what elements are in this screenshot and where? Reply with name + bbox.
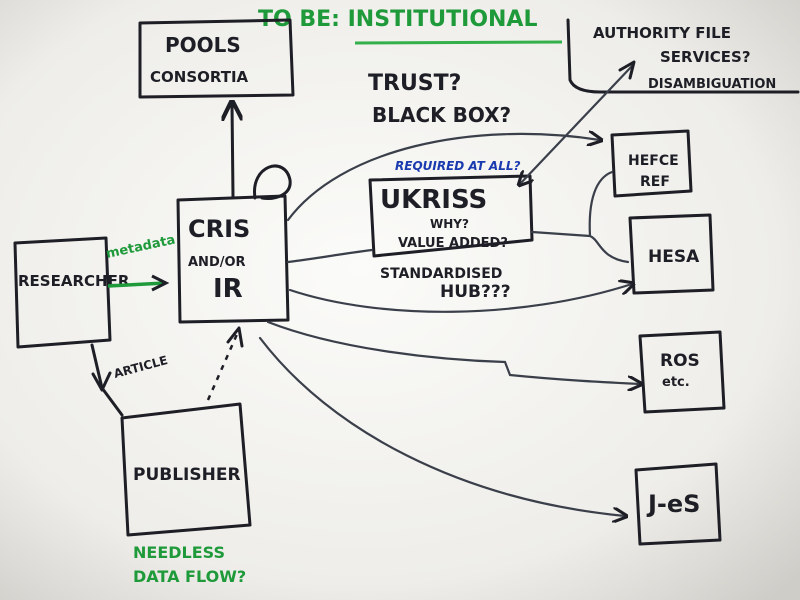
svg-text:AND/OR: AND/OR	[188, 255, 246, 270]
svg-text:WHY?: WHY?	[430, 217, 469, 231]
cris-to-pools-arrow	[232, 104, 233, 198]
svg-text:VALUE ADDED?: VALUE ADDED?	[398, 236, 508, 251]
authority-file-box: AUTHORITY FILE SERVICES? DISAMBIGUATION	[566, 18, 800, 94]
hub-note: HUB???	[440, 282, 511, 302]
publisher-box: PUBLISHER	[120, 402, 252, 537]
hesa-box: HESA	[628, 213, 715, 295]
svg-text:RESEARCHER: RESEARCHER	[18, 272, 130, 290]
jes-box: J-eS	[634, 462, 722, 546]
ukriss-to-hefce-line	[588, 170, 614, 238]
cris-to-ros-arrow	[266, 320, 640, 384]
svg-text:SERVICES?: SERVICES?	[660, 48, 751, 66]
black-box-note: BLACK BOX?	[372, 103, 511, 127]
article-arrowhead	[91, 371, 112, 392]
required-note: REQUIRED AT ALL?	[395, 159, 521, 173]
svg-text:CONSORTIA: CONSORTIA	[150, 68, 249, 86]
cris-to-hesa-arrow	[288, 284, 632, 313]
ukriss-to-authority-arrowhead	[618, 60, 636, 80]
dotted-arrowhead	[226, 326, 244, 348]
needless-note: NEEDLESS	[133, 543, 225, 562]
svg-text:IR: IR	[213, 274, 243, 304]
svg-text:J-eS: J-eS	[646, 490, 700, 518]
hefce-ref-box: HEFCE REF	[610, 129, 693, 198]
authority-to-ukriss-arrow	[520, 64, 634, 184]
svg-text:AUTHORITY FILE: AUTHORITY FILE	[593, 24, 731, 42]
researcher-box: RESEARCHER	[13, 236, 130, 349]
svg-text:HEFCE: HEFCE	[628, 153, 679, 169]
cris-to-hefce-arrow	[286, 134, 600, 222]
data-flow-note: DATA FLOW?	[133, 567, 246, 586]
cris-to-ukriss-line	[286, 248, 374, 264]
svg-text:etc.: etc.	[662, 375, 690, 390]
svg-text:REF: REF	[640, 174, 670, 190]
standardised-note: STANDARDISED	[380, 266, 502, 282]
svg-text:PUBLISHER: PUBLISHER	[133, 465, 241, 485]
cris-self-loop	[253, 164, 292, 200]
svg-text:CRIS: CRIS	[188, 215, 250, 243]
diagram-title: TO BE: INSTITUTIONAL	[258, 7, 537, 32]
cris-to-jes-arrow	[258, 336, 625, 516]
pools-consortia-box: POOLS CONSORTIA	[138, 18, 295, 99]
svg-text:UKRISS: UKRISS	[380, 185, 487, 215]
svg-text:DISAMBIGUATION: DISAMBIGUATION	[648, 77, 776, 92]
cris-ir-box: CRIS AND/OR IR	[176, 194, 290, 324]
ukriss-box: UKRISS WHY? VALUE ADDED?	[368, 174, 534, 258]
publisher-to-cris-dotted-arrow	[206, 331, 240, 401]
svg-text:POOLS: POOLS	[165, 33, 241, 57]
researcher-to-cris-metadata-arrow	[107, 281, 166, 288]
svg-text:ROS: ROS	[660, 351, 700, 371]
title-underline	[354, 40, 563, 45]
svg-text:HESA: HESA	[648, 247, 700, 267]
trust-note: TRUST?	[368, 71, 461, 96]
metadata-arrowhead	[151, 274, 170, 292]
